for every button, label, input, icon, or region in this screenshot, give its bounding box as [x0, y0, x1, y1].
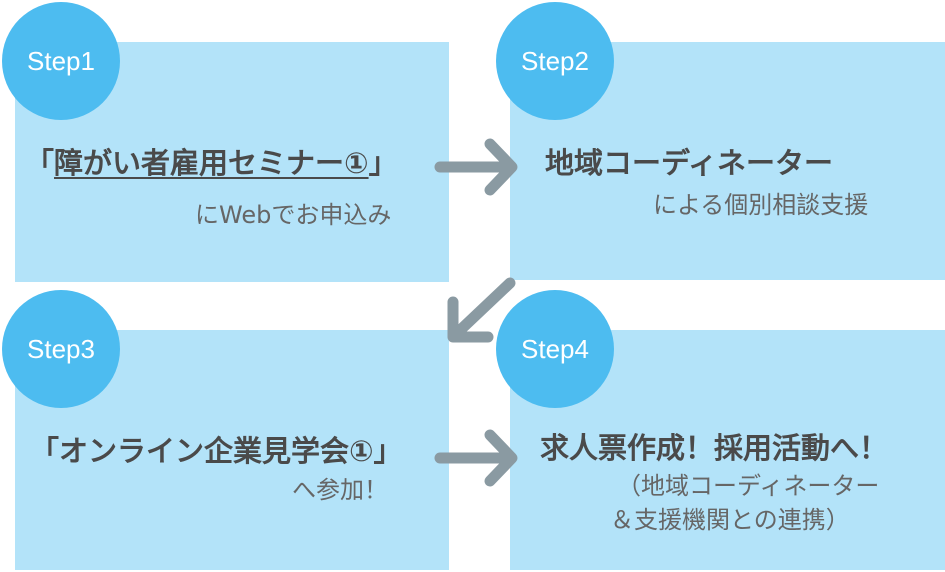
step3-title: 「オンライン企業見学会①」 — [30, 434, 403, 468]
seminar-link[interactable]: 障がい者雇用セミナー① — [54, 146, 369, 180]
step3-subtitle: へ参加！ — [292, 476, 388, 504]
step4-subtitle-line2: ＆支援機関との連携） — [610, 506, 850, 534]
step1-subtitle: にWebでお申込み — [195, 201, 392, 229]
step2-title: 地域コーディネーター — [545, 146, 833, 180]
step4-title: 求人票作成！採用活動へ！ — [540, 431, 889, 465]
step3-badge: Step3 — [2, 290, 120, 408]
step1-title: 「障がい者雇用セミナー①」 — [25, 140, 398, 182]
step2-subtitle: による個別相談支援 — [653, 191, 869, 219]
step1-close-bracket: 」 — [368, 146, 398, 180]
step4-subtitle-line1: （地域コーディネーター — [617, 472, 880, 500]
step4-badge: Step4 — [496, 290, 614, 408]
step1-badge: Step1 — [2, 2, 120, 120]
step1-open-bracket: 「 — [25, 146, 55, 180]
step2-badge: Step2 — [496, 2, 614, 120]
